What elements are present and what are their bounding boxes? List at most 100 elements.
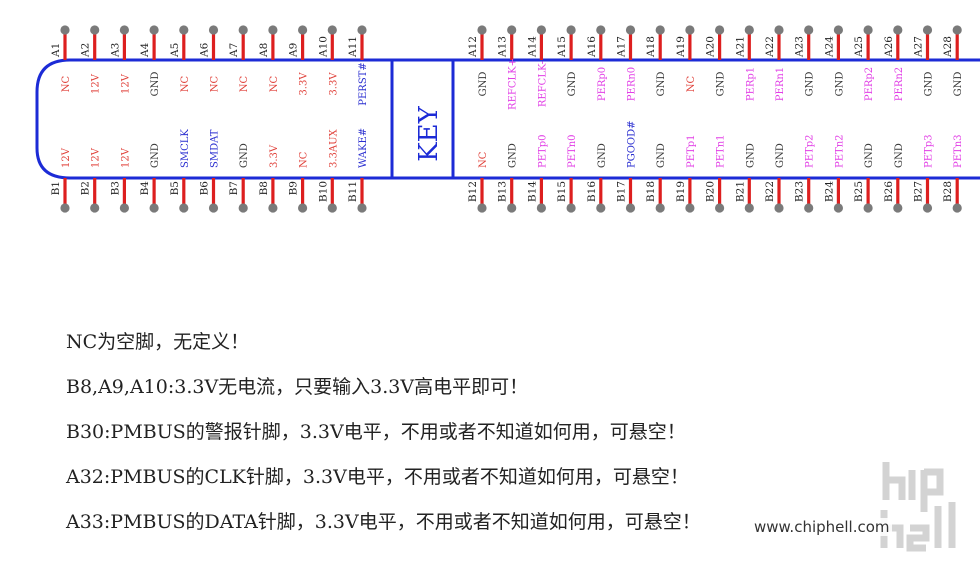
- pin-signal-label: 12V: [120, 73, 131, 94]
- pin-number: A7: [228, 43, 240, 58]
- key-section: KEY: [414, 105, 444, 161]
- pin-signal-label: PERn1: [775, 67, 786, 101]
- pin-terminal: [863, 203, 873, 213]
- pin-terminal: [952, 25, 962, 35]
- pin-number: A21: [734, 36, 746, 58]
- pin-number: A12: [467, 36, 479, 58]
- pin-number: A8: [258, 43, 270, 58]
- pin-terminal: [507, 203, 517, 213]
- watermark-url: www.chiphell.com: [752, 518, 892, 536]
- pin-terminal: [90, 25, 100, 35]
- pin-signal-label: 12V: [61, 147, 72, 168]
- pin-signal-label: GND: [805, 72, 816, 97]
- pin-signal-label: NC: [210, 75, 221, 92]
- pin-signal-label: NC: [299, 151, 310, 168]
- pin-number: B18: [645, 181, 657, 202]
- pin-signal-label: GND: [656, 72, 667, 97]
- pin-number: A15: [556, 36, 568, 58]
- pin-number: B26: [883, 181, 895, 202]
- pin-terminal: [774, 203, 784, 213]
- pin-number: A20: [705, 36, 717, 58]
- pin-signal-label: PETn2: [834, 134, 845, 168]
- pin-number: B12: [467, 181, 479, 202]
- pin-signal-label: GND: [656, 143, 667, 168]
- pin-number: A23: [794, 36, 806, 58]
- pin-number: B11: [347, 181, 359, 202]
- pin-terminal: [268, 203, 278, 213]
- pin-number: B3: [109, 181, 121, 195]
- pin-terminal: [536, 25, 547, 35]
- pin-b3: B3 12V: [109, 147, 131, 213]
- pin-signal-label: REFCLK+: [508, 58, 519, 110]
- pin-terminal: [715, 25, 725, 35]
- pin-signal-label: GND: [508, 143, 519, 168]
- pin-terminal: [893, 25, 903, 35]
- pin-terminal: [685, 203, 695, 213]
- pin-terminal: [893, 203, 903, 213]
- pin-signal-label: PERp1: [745, 67, 756, 101]
- pin-number: A1: [50, 43, 62, 58]
- pin-number: B6: [199, 181, 211, 196]
- pin-signal-label: PETn0: [567, 134, 578, 168]
- pin-terminal: [536, 203, 547, 213]
- pin-number: B22: [764, 181, 776, 202]
- pin-number: A13: [497, 36, 509, 58]
- pin-signal-label: PETn1: [716, 134, 727, 168]
- pin-terminal: [298, 25, 308, 35]
- pin-number: B14: [526, 181, 538, 202]
- pin-signal-label: PETp2: [805, 135, 816, 168]
- pin-signal-label: GND: [150, 143, 161, 168]
- pin-number: A3: [109, 43, 121, 58]
- pin-terminal: [119, 25, 129, 35]
- pin-b13: B13 GND: [497, 143, 519, 213]
- key-label: KEY: [414, 105, 444, 161]
- pin-number: A25: [853, 36, 865, 58]
- pin-terminal: [60, 203, 70, 213]
- pin-terminal: [833, 25, 844, 35]
- pin-number: A17: [616, 36, 628, 58]
- pin-number: A24: [823, 36, 835, 58]
- pin-signal-label: GND: [745, 143, 756, 168]
- pin-terminal: [922, 25, 933, 35]
- pin-number: B27: [913, 181, 925, 202]
- pin-terminal: [477, 203, 487, 213]
- pin-signal-label: GND: [716, 72, 727, 97]
- pin-signal-label: NC: [180, 75, 191, 92]
- pin-terminal: [327, 203, 337, 213]
- pin-terminal: [179, 203, 189, 213]
- pin-terminal: [952, 203, 962, 213]
- pin-signal-label: 12V: [120, 147, 131, 168]
- pin-signal-label: PERn2: [894, 67, 905, 101]
- note-nc: NC为空脚，无定义！: [66, 331, 250, 353]
- pin-number: B2: [80, 181, 92, 195]
- pin-number: A4: [139, 42, 151, 58]
- pin-number: A26: [883, 36, 895, 58]
- pin-signal-label: SMCLK: [180, 129, 191, 168]
- connector-outline: [35, 58, 980, 180]
- pin-terminal: [477, 25, 487, 35]
- pin-terminal: [833, 203, 844, 213]
- pin-signal-label: GND: [478, 72, 489, 97]
- pin-number: B24: [823, 181, 835, 202]
- pin-terminal: [863, 25, 873, 35]
- pin-number: B13: [497, 181, 509, 202]
- pin-signal-label: 12V: [91, 147, 102, 168]
- pin-terminal: [149, 203, 159, 213]
- pin-number: A27: [913, 36, 925, 58]
